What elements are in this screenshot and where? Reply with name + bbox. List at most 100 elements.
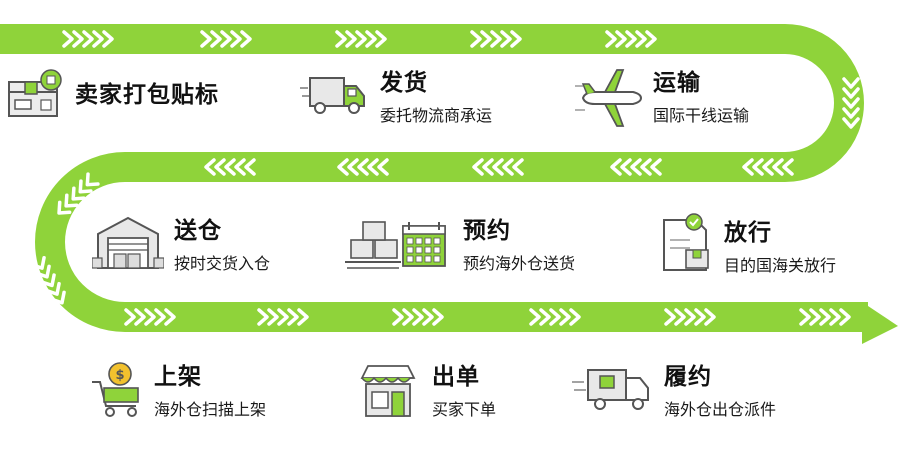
chevron-mark (335, 30, 347, 48)
chevron-mark (72, 30, 84, 48)
dispatch-truck-icon (572, 369, 649, 410)
step-description: 预约海外仓送货 (463, 254, 576, 273)
chevron-mark (492, 158, 504, 176)
chevron-mark (674, 308, 686, 326)
chevron-mark (357, 158, 369, 176)
chevron-mark (57, 200, 72, 215)
chevron-mark (809, 308, 821, 326)
chevron-mark (214, 158, 226, 176)
step-description: 按时交货入仓 (174, 254, 271, 273)
chevron-mark (510, 30, 522, 48)
chevron-mark (62, 30, 74, 48)
step-description: 目的国海关放行 (724, 256, 837, 275)
step-shelving: $ 上架 海外仓扫描上架 (92, 360, 322, 422)
chevron-mark (615, 30, 627, 48)
chevron-mark (422, 308, 434, 326)
chevron-mark (472, 158, 484, 176)
step-title: 放行 (724, 220, 772, 246)
chevron-mark (367, 158, 379, 176)
chevron-mark (240, 30, 252, 48)
chevron-mark (92, 30, 104, 48)
chevron-mark (640, 158, 652, 176)
chevron-mark (635, 30, 647, 48)
shop-icon (360, 365, 416, 417)
chevron-mark (355, 30, 367, 48)
chevron-mark (337, 158, 349, 176)
chevron-mark (71, 186, 86, 201)
chevron-mark (480, 30, 492, 48)
step-description: 海外仓出仓派件 (664, 400, 777, 419)
chevron-mark (45, 281, 61, 296)
chevron-mark (610, 158, 622, 176)
chevron-mark (839, 308, 851, 326)
chevron-mark (490, 30, 502, 48)
chevron-mark (392, 308, 404, 326)
step-title: 运输 (653, 70, 701, 96)
step-title: 上架 (154, 364, 202, 390)
chevron-markers (30, 30, 860, 326)
chevron-mark (842, 97, 860, 109)
chevron-mark (40, 273, 56, 288)
chevron-mark (772, 158, 784, 176)
chevron-mark (742, 158, 754, 176)
chevron-mark (799, 308, 811, 326)
chevron-mark (244, 158, 256, 176)
chevron-mark (164, 308, 176, 326)
chevron-mark (842, 87, 860, 99)
chevron-mark (704, 308, 716, 326)
chevron-mark (257, 308, 269, 326)
chevron-mark (220, 30, 232, 48)
step-title: 预约 (463, 218, 511, 244)
step-description: 买家下单 (432, 400, 497, 419)
step-ship: 发货 委托物流商承运 (300, 66, 540, 128)
chevron-mark (432, 308, 444, 326)
chevron-mark (234, 158, 246, 176)
step-description: 海外仓扫描上架 (154, 400, 267, 419)
step-title: 发货 (380, 70, 428, 96)
step-description: 国际干线运输 (653, 106, 750, 125)
step-fulfillment: 履约 海外仓出仓派件 (572, 360, 872, 422)
chevron-mark (345, 30, 357, 48)
chevron-mark (412, 308, 424, 326)
step-title: 出单 (432, 364, 480, 390)
chevron-mark (124, 308, 136, 326)
chevron-mark (549, 308, 561, 326)
chevron-mark (819, 308, 831, 326)
chevron-mark (470, 30, 482, 48)
chevron-mark (529, 308, 541, 326)
step-appointment: 预约 预约海外仓送货 (345, 212, 625, 274)
chevron-mark (224, 158, 236, 176)
chevron-mark (650, 158, 662, 176)
chevron-mark (752, 158, 764, 176)
chevron-mark (30, 255, 46, 270)
chevron-mark (210, 30, 222, 48)
step-title: 送仓 (174, 218, 222, 244)
cart-coin-icon: $ (92, 362, 139, 417)
chevron-mark (347, 158, 359, 176)
step-seller-pack-label: 卖家打包贴标 (5, 68, 265, 124)
chevron-mark (605, 30, 617, 48)
chevron-mark (365, 30, 377, 48)
chevron-mark (664, 308, 676, 326)
step-order-placed: 出单 买家下单 (358, 360, 558, 422)
chevron-mark (35, 264, 51, 279)
chevron-mark (842, 107, 860, 119)
delivery-truck-icon (300, 77, 365, 114)
chevron-mark (625, 30, 637, 48)
chevron-mark (482, 158, 494, 176)
step-title: 履约 (664, 364, 712, 390)
chevron-mark (297, 308, 309, 326)
chevron-mark (684, 308, 696, 326)
chevron-mark (402, 308, 414, 326)
chevron-mark (762, 158, 774, 176)
chevron-mark (620, 158, 632, 176)
chevron-mark (829, 308, 841, 326)
step-description: 委托物流商承运 (380, 106, 493, 125)
chevron-mark (842, 77, 860, 89)
chevron-mark (630, 158, 642, 176)
chevron-mark (569, 308, 581, 326)
step-transport: 运输 国际干线运输 (575, 64, 805, 130)
calendar-boxes-icon (345, 221, 446, 269)
chevron-mark (694, 308, 706, 326)
